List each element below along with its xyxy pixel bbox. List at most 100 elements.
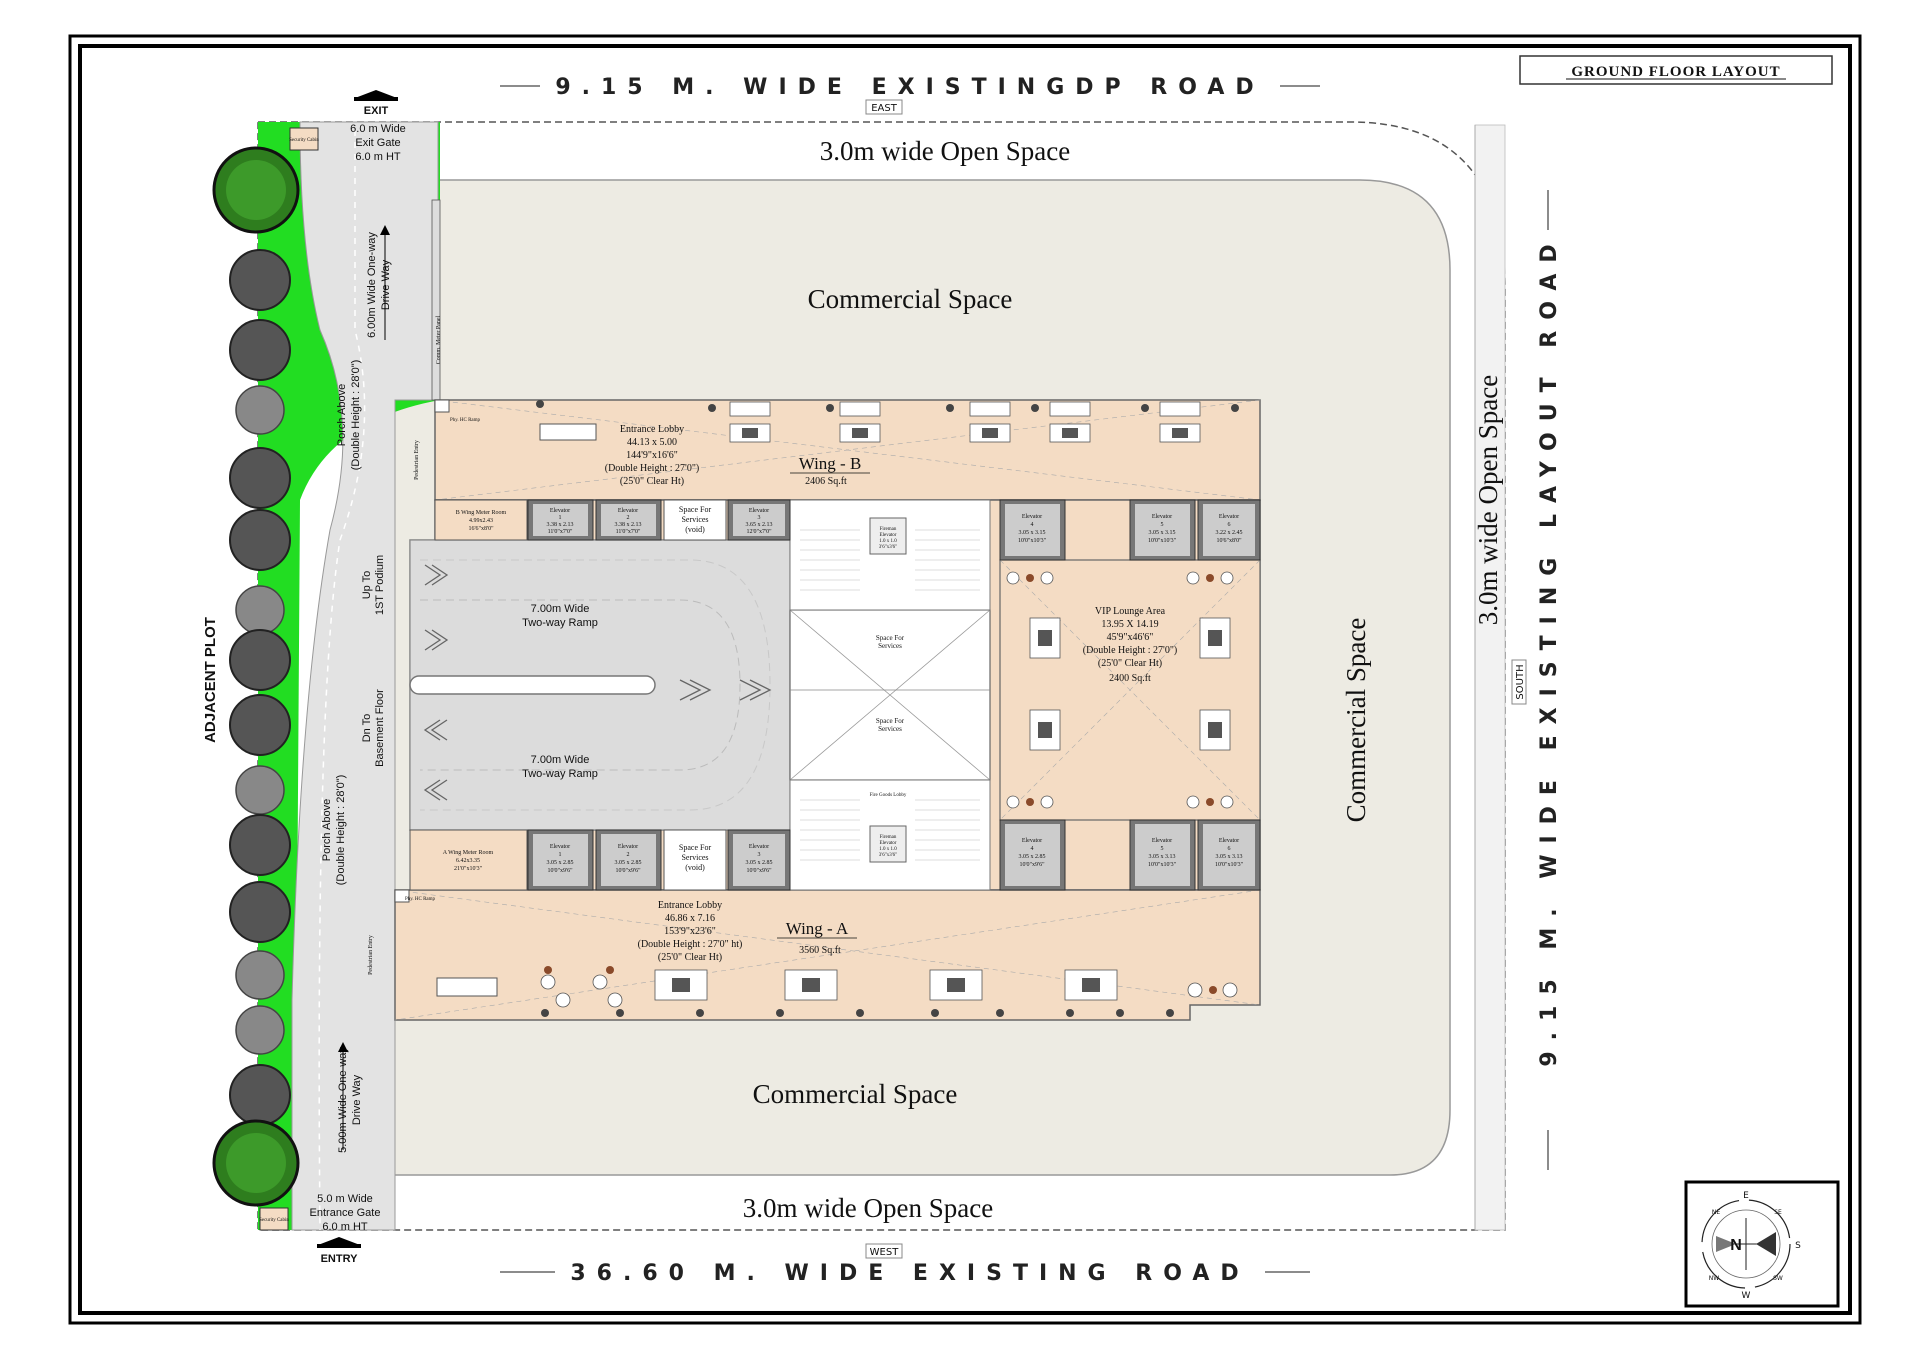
lobby-b-clear: (25'0" Clear Ht) xyxy=(620,476,684,487)
lobby-a-dim-ft: 153'9"x23'6" xyxy=(664,926,716,937)
elevator-b1-num: 1 xyxy=(559,515,562,521)
fireman-a-l3: 1.0 x 1.0 xyxy=(879,847,897,852)
elevator-b3-num: 3 xyxy=(758,515,761,521)
elevator-a1-name: Elevator xyxy=(550,844,570,850)
elevator-b5-name: Elevator xyxy=(1152,514,1172,520)
vip-clear-height: (25'0" Clear Ht) xyxy=(1098,658,1162,669)
elevator-b4-dim: 3.05 x 3.15 xyxy=(1019,530,1046,536)
fireman-b-l4: 3'6"x3'6" xyxy=(879,545,897,550)
elevator-a1-num: 1 xyxy=(559,852,562,858)
elevator-a2-num: 2 xyxy=(627,852,630,858)
drawing-title: GROUND FLOOR LAYOUT xyxy=(1571,64,1780,80)
open-space-bottom: 3.0m wide Open Space xyxy=(743,1193,993,1223)
fireman-b-l3: 1.0 x 1.0 xyxy=(879,539,897,544)
elevator-a5-name: Elevator xyxy=(1152,838,1172,844)
compass-east: E xyxy=(1743,1191,1749,1201)
elevator-b6-num: 6 xyxy=(1228,522,1231,528)
driveway-bottom-name: Drive Way xyxy=(351,1074,363,1125)
wing-a-area: 3560 Sq.ft xyxy=(799,945,841,956)
elevator-a6-ft: 10'0"x10'3" xyxy=(1215,862,1244,868)
porch-bottom-label: Porch Above xyxy=(321,799,333,861)
elevator-a4-ft: 10'0"x9'6" xyxy=(1019,862,1045,868)
elevator-b3-dim: 3.65 x 2.13 xyxy=(746,522,773,528)
lobby-a-height: (Double Height : 27'0" ht) xyxy=(638,939,743,950)
elevator-a3-name: Elevator xyxy=(749,844,769,850)
elevator-a2-ft: 10'0"x9'6" xyxy=(615,868,641,874)
meter-room-b-name: B Wing Meter Room xyxy=(456,510,507,516)
commercial-space-bottom: Commercial Space xyxy=(753,1079,958,1109)
hc-ramp-b: Phy. HC Ramp xyxy=(450,418,481,423)
lobby-a-dim-m: 46.86 x 7.16 xyxy=(665,913,715,924)
compass-south: S xyxy=(1795,1241,1801,1251)
up-to-podium: Up To xyxy=(361,571,373,600)
ramp-top-type: Two-way Ramp xyxy=(522,617,598,629)
meter-room-b-dim: 4.99x2.43 xyxy=(469,518,493,524)
lobby-a-name: Entrance Lobby xyxy=(658,900,722,911)
adjacent-plot-label: ADJACENT PLOT xyxy=(202,617,219,743)
services-top-l1: Space For xyxy=(876,634,905,642)
compass-rose-icon: N E S W NE SE SW NW xyxy=(1701,1191,1801,1301)
wing-a-name: Wing - A xyxy=(786,919,849,938)
elevator-a1-dim: 3.05 x 2.85 xyxy=(547,860,574,866)
fireman-b-l1: Fireman xyxy=(880,527,897,532)
commercial-space-top: Commercial Space xyxy=(808,284,1013,314)
vip-dim-m: 13.95 X 14.19 xyxy=(1101,619,1158,630)
elevator-a5-ft: 10'0"x10'3" xyxy=(1148,862,1177,868)
porch-top-label: Porch Above xyxy=(336,384,348,446)
elevator-b2-name: Elevator xyxy=(618,508,638,514)
elevator-a5-dim: 3.05 x 3.13 xyxy=(1149,854,1176,860)
elevator-a3-num: 3 xyxy=(758,852,761,858)
elevator-b2-ft: 11'0"x7'0" xyxy=(616,529,641,535)
entry-gate-width: 5.0 m Wide xyxy=(317,1193,373,1205)
side-setback xyxy=(1474,124,1506,1231)
direction-south: SOUTH xyxy=(1515,664,1526,699)
vip-height: (Double Height : 27'0") xyxy=(1083,645,1177,656)
lobby-b-name: Entrance Lobby xyxy=(620,424,684,435)
elevator-b5-dim: 3.05 x 3.15 xyxy=(1149,530,1176,536)
ramp-bottom-width: 7.00m Wide xyxy=(531,754,590,766)
driveway xyxy=(291,121,439,1231)
down-to-basement: Dn To xyxy=(361,714,373,743)
meter-room-a-ft: 21'0"x10'3" xyxy=(454,866,483,872)
down-to-basement-level: Basement Floor xyxy=(374,689,386,767)
elevator-b3-name: Elevator xyxy=(749,508,769,514)
fireman-a-l2: Elevator xyxy=(880,841,897,846)
porch-top-height: (Double Height : 28'0") xyxy=(350,360,362,471)
services-void-b-l3: (void) xyxy=(685,525,705,534)
porch-bottom-height: (Double Height : 28'0") xyxy=(335,775,347,886)
elevator-b2-num: 2 xyxy=(627,515,630,521)
elevator-b2-dim: 3.38 x 2.13 xyxy=(615,522,642,528)
entry-gate-height: 6.0 m HT xyxy=(322,1221,368,1233)
ramp-median xyxy=(409,675,656,695)
entry-label: ENTRY xyxy=(321,1253,359,1265)
meter-panel-label: Comm. Meter Panel xyxy=(436,315,442,364)
elevator-a2-name: Elevator xyxy=(618,844,638,850)
security-cabin-top: Security Cabin xyxy=(289,138,319,143)
compass-sw: SW xyxy=(1773,1275,1783,1282)
elevator-a4-num: 4 xyxy=(1031,846,1034,852)
fireman-a-l1: Fireman xyxy=(880,835,897,840)
elevator-b4-ft: 10'0"x10'3" xyxy=(1018,538,1047,544)
road-top-label: 9.15 M. WIDE EXISTINGDP ROAD xyxy=(555,75,1264,100)
elevator-a3-ft: 10'0"x9'6" xyxy=(746,868,772,874)
elevator-b3-ft: 12'0"x7'0" xyxy=(746,529,772,535)
exit-gate-width: 6.0 m Wide xyxy=(350,123,406,135)
lobby-b-height: (Double Height : 27'0") xyxy=(605,463,699,474)
elevator-b5-ft: 10'0"x10'3" xyxy=(1148,538,1177,544)
services-void-a-l2: Services xyxy=(681,853,708,862)
road-bottom-label: 36.60 M. WIDE EXISTING ROAD xyxy=(570,1261,1249,1286)
wing-b-elevators xyxy=(527,499,1261,561)
elevator-a2-dim: 3.05 x 2.85 xyxy=(615,860,642,866)
elevator-b6-name: Elevator xyxy=(1219,514,1239,520)
compass-nw: NW xyxy=(1709,1275,1719,1282)
meter-room-a-dim: 6.42x3.35 xyxy=(456,858,480,864)
inner-border xyxy=(78,44,1852,1315)
elevator-b1-ft: 11'0"x7'0" xyxy=(548,529,573,535)
vip-dim-ft: 45'9"x46'6" xyxy=(1107,632,1154,643)
outer-border xyxy=(68,34,1862,1325)
pedestrian-entry-top: Pedestrian Entry xyxy=(414,440,420,480)
elevator-b1-name: Elevator xyxy=(550,508,570,514)
security-cabin-bottom: Security Cabin xyxy=(259,1218,289,1223)
services-bottom-l1: Space For xyxy=(876,717,905,725)
